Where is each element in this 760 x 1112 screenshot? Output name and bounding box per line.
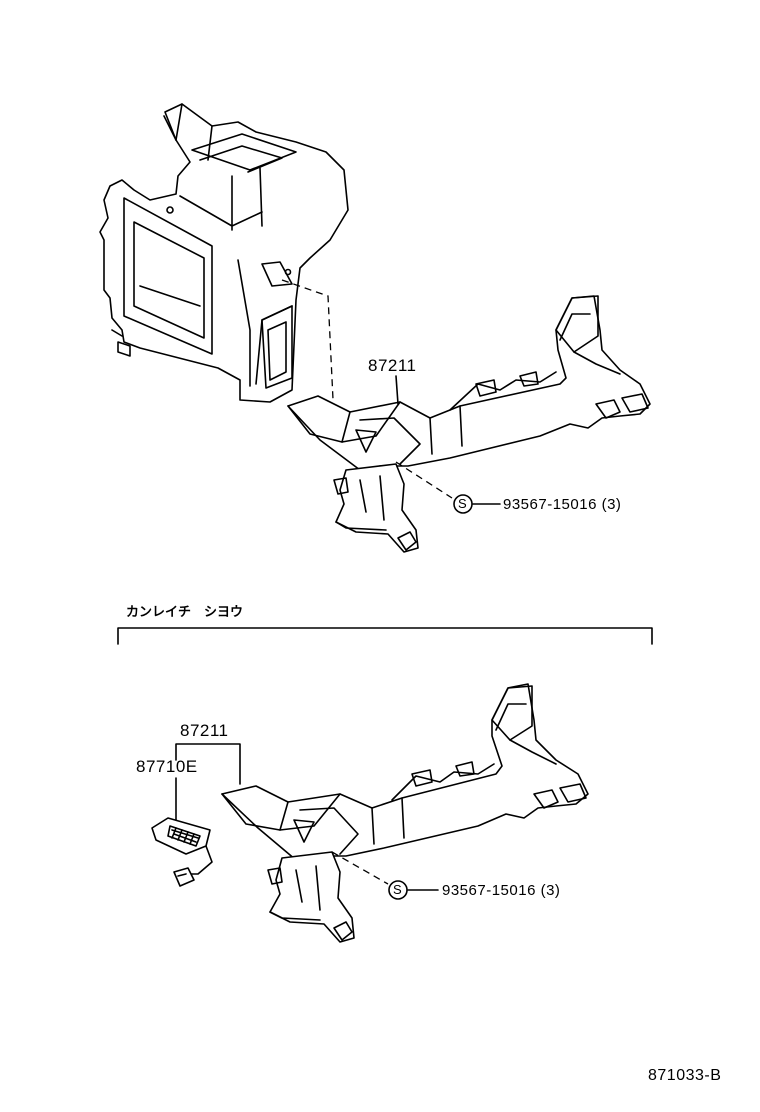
upper-part-label: 87211 (368, 356, 417, 375)
sensor-87710e (151, 817, 213, 887)
upper-screw-leader (395, 461, 453, 499)
upper-duct-87211 (287, 295, 651, 553)
lower-sensor-label: 87710E (136, 757, 198, 776)
lower-screw-symbol: S (393, 882, 403, 897)
lower-screw-leader (331, 851, 389, 885)
diagram-code: 871033-B (648, 1067, 722, 1084)
upper-part-leader (395, 375, 399, 405)
lower-duct-87211 (221, 683, 589, 943)
heater-unit-housing (99, 103, 349, 403)
section-bracket (117, 627, 653, 645)
section-title: カンレイチ シヨウ (126, 605, 244, 620)
lower-screw-part-label: 93567-15016 (3) (442, 882, 561, 899)
upper-leader-dash (281, 279, 335, 421)
upper-screw-symbol-circle (453, 494, 473, 514)
lower-screw-symbol-circle (388, 880, 408, 900)
upper-screw-part-label: 93567-15016 (3) (503, 496, 622, 513)
lower-part-label: 87211 (180, 721, 229, 740)
lower-part-bracket-leader (175, 743, 241, 785)
upper-screw-symbol: S (458, 496, 468, 511)
